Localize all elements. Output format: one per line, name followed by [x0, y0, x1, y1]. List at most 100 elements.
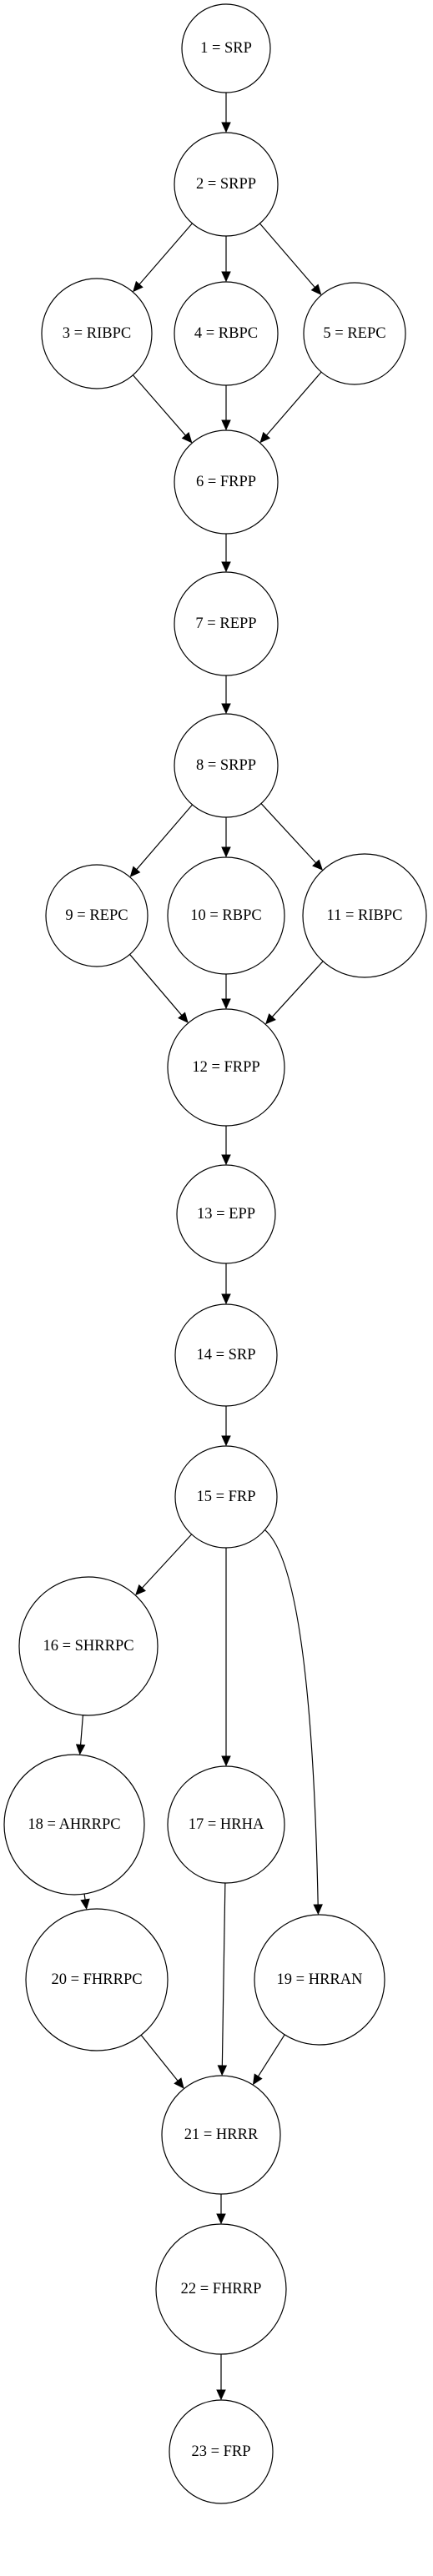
node-14-circle — [174, 1303, 278, 1407]
node-6: 6 = FRPP — [174, 429, 279, 535]
edge-3-to-6 — [132, 374, 186, 436]
arrowhead-4-to-6 — [221, 419, 231, 431]
node-8-label: 8 = SRPP — [196, 757, 256, 774]
edge-19-to-21 — [257, 2034, 285, 2077]
arrowhead-8-to-11 — [312, 859, 323, 871]
node-22-circle — [155, 2223, 287, 2355]
node-4-label: 4 = RBPC — [194, 325, 258, 342]
node-21-circle — [161, 2075, 281, 2195]
arrowhead-7-to-8 — [221, 703, 231, 715]
node-18-circle — [3, 1754, 145, 1896]
node-23-label: 23 = FRP — [191, 2443, 250, 2460]
node-6-label: 6 = FRPP — [196, 474, 256, 490]
node-6-circle — [174, 429, 279, 535]
node-10: 10 = RBPC — [167, 856, 285, 975]
node-9-circle — [45, 864, 149, 967]
node-13-label: 13 = EPP — [197, 1206, 255, 1223]
node-20-circle — [25, 1908, 169, 2051]
node-5-label: 5 = REPC — [323, 325, 385, 342]
node-11-circle — [302, 853, 427, 978]
node-22-label: 22 = FHRRP — [181, 2281, 262, 2297]
node-5-circle — [303, 282, 406, 385]
node-12-circle — [167, 1008, 285, 1127]
node-2-circle — [174, 132, 279, 237]
arrowhead-6-to-7 — [221, 561, 231, 573]
edge-18-to-20 — [83, 1894, 86, 1901]
node-23: 23 = FRP — [169, 2399, 274, 2504]
arrowhead-3-to-6 — [181, 432, 193, 444]
node-18: 18 = AHRRPC — [3, 1754, 145, 1896]
edge-8-to-11 — [260, 803, 317, 864]
node-13: 13 = EPP — [176, 1164, 276, 1264]
arrowhead-2-to-5 — [310, 284, 322, 295]
edge-11-to-12 — [271, 961, 324, 1017]
arrowhead-13-to-14 — [221, 1293, 231, 1305]
node-10-label: 10 = RBPC — [190, 907, 262, 924]
node-19: 19 = HRRAN — [254, 1914, 385, 2046]
edge-15-to-19 — [264, 1529, 319, 1906]
node-11: 11 = RIBPC — [302, 853, 427, 978]
node-4-circle — [174, 281, 279, 386]
node-5: 5 = REPC — [303, 282, 406, 385]
edge-17-to-21 — [221, 1882, 226, 2066]
arrowhead-15-to-19 — [313, 1904, 323, 1916]
node-7-circle — [174, 571, 279, 676]
node-16-label: 16 = SHRRPC — [43, 1638, 133, 1655]
arrowhead-11-to-12 — [265, 1013, 276, 1025]
arrowhead-15-to-16 — [135, 1584, 146, 1596]
edge-2-to-3 — [138, 223, 193, 285]
arrowhead-1-to-2 — [221, 122, 231, 133]
arrowhead-19-to-21 — [252, 2073, 263, 2086]
edge-5-to-6 — [265, 371, 322, 436]
node-17: 17 = HRHA — [167, 1765, 285, 1884]
node-2: 2 = SRPP — [174, 132, 279, 237]
node-9: 9 = REPC — [45, 864, 149, 967]
arrowhead-2-to-4 — [221, 271, 231, 283]
node-9-label: 9 = REPC — [65, 907, 128, 924]
node-16-circle — [18, 1576, 159, 1716]
node-23-circle — [169, 2399, 274, 2504]
nodes-layer: 1 = SRP 2 = SRPP 3 = RIBPC 4 = RBPC 5 = … — [3, 3, 427, 2504]
node-13-circle — [176, 1164, 276, 1264]
arrowhead-18-to-20 — [80, 1898, 90, 1911]
edge-16-to-18 — [80, 1715, 84, 1745]
node-3: 3 = RIBPC — [41, 278, 153, 389]
arrowhead-10-to-12 — [221, 998, 231, 1010]
node-7: 7 = REPP — [174, 571, 279, 676]
edge-2-to-5 — [259, 223, 315, 289]
node-21: 21 = HRRR — [161, 2075, 281, 2195]
node-10-circle — [167, 856, 285, 975]
node-21-label: 21 = HRRR — [184, 2127, 259, 2143]
node-1-label: 1 = SRP — [200, 40, 252, 57]
arrowhead-8-to-9 — [129, 866, 141, 877]
arrowhead-9-to-12 — [178, 1012, 189, 1023]
node-4: 4 = RBPC — [174, 281, 279, 386]
node-12: 12 = FRPP — [167, 1008, 285, 1127]
node-15: 15 = FRP — [174, 1445, 278, 1549]
arrowhead-22-to-23 — [216, 2389, 226, 2401]
node-12-label: 12 = FRPP — [192, 1059, 259, 1076]
edges-layer — [75, 93, 324, 2401]
node-18-label: 18 = AHRRPC — [28, 1816, 120, 1833]
node-7-label: 7 = REPP — [195, 615, 256, 632]
node-19-circle — [254, 1914, 385, 2046]
arrowhead-14-to-15 — [221, 1435, 231, 1447]
node-14: 14 = SRP — [174, 1303, 278, 1407]
arrowhead-15-to-17 — [221, 1755, 231, 1767]
arrowhead-20-to-21 — [174, 2077, 184, 2089]
node-8-circle — [174, 713, 279, 818]
edge-8-to-9 — [136, 804, 193, 871]
node-8: 8 = SRPP — [174, 713, 279, 818]
arrowhead-17-to-21 — [217, 2065, 228, 2076]
node-15-label: 15 = FRP — [196, 1489, 255, 1505]
arrowhead-2-to-3 — [133, 280, 143, 293]
edge-15-to-16 — [141, 1534, 193, 1589]
node-14-label: 14 = SRP — [196, 1347, 255, 1363]
node-20-label: 20 = FHRRPC — [51, 1971, 142, 1988]
node-1-circle — [181, 3, 271, 93]
node-20: 20 = FHRRPC — [25, 1908, 169, 2051]
node-15-circle — [174, 1445, 278, 1549]
node-2-label: 2 = SRPP — [196, 176, 256, 193]
node-19-label: 19 = HRRAN — [277, 1971, 363, 1988]
